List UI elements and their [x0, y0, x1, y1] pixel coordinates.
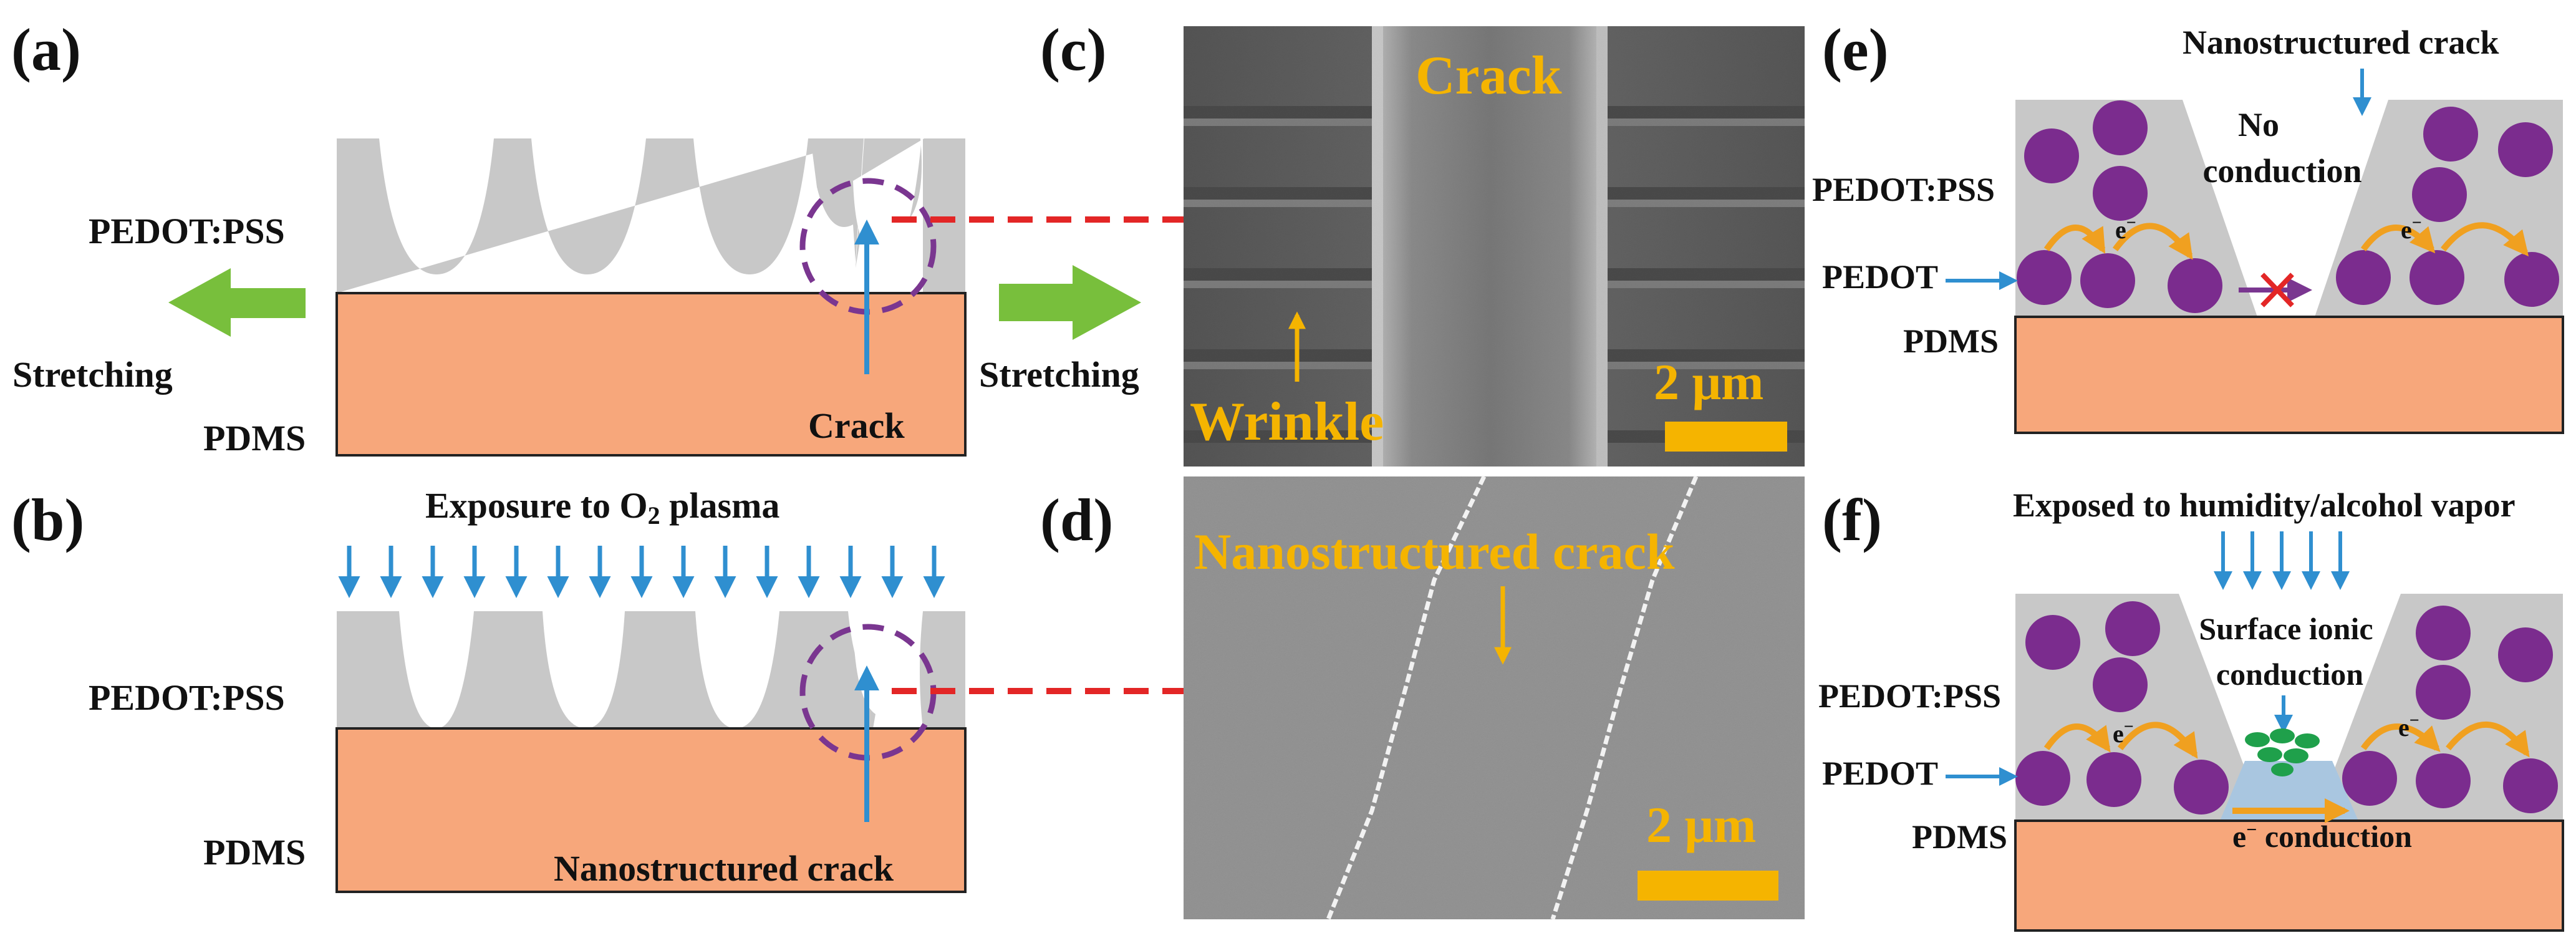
surface-ionic-label-2: conduction [2216, 657, 2363, 692]
no-conduction-label-1: No [2238, 106, 2279, 143]
pdms-substrate-f [2014, 820, 2564, 932]
nano-crack-line-1 [1326, 475, 1487, 921]
scale-label-d: 2 μm [1646, 796, 1756, 853]
panel-a-label: (a) [11, 16, 81, 83]
panel-d: (d) Nanostructured crack 2 μm [1040, 475, 1805, 921]
no-conduction-label-2: conduction [2202, 152, 2361, 190]
pedot-particles-f [2015, 601, 2558, 815]
wrinkle-label: Wrinkle [1190, 392, 1384, 452]
sem-texture-c [1184, 26, 1805, 467]
pdms-substrate-e [2014, 316, 2564, 434]
electron-hops-e [2043, 222, 2529, 260]
exposed-label: Exposed to humidity/alcohol vapor [2013, 486, 2516, 524]
exposure-label: Exposure to O2 plasma [425, 485, 779, 529]
pedot-pss-label-f: PEDOT:PSS [1818, 677, 2001, 715]
pedot-label-f: PEDOT [1822, 755, 1938, 792]
stretching-left-label: Stretching [12, 354, 173, 395]
hydroxyl-ion-cluster [2245, 728, 2320, 776]
crack-label-a: Crack [808, 405, 905, 446]
panel-c: (c) Crack Wrinkle 2 μm [1040, 16, 1805, 467]
pedot-pss-edge [923, 138, 965, 293]
pedot-label-e: PEDOT [1822, 258, 1938, 296]
panel-f-label: (f) [1822, 486, 1882, 553]
pdms-label-b: PDMS [203, 832, 306, 873]
pdms-label-a: PDMS [203, 418, 306, 458]
surface-ionic-label-1: Surface ionic [2199, 611, 2373, 646]
pdms-label-f: PDMS [1912, 818, 2007, 856]
no-conduction-x-icon [2260, 273, 2294, 307]
scale-bar-c [1665, 422, 1787, 452]
sem-texture-d [1184, 476, 1805, 919]
panel-a: (a) Stretching PEDOT:PSS PDMS Crack [11, 16, 1439, 458]
pdms-label-e: PDMS [1903, 322, 1999, 360]
pedot-pss-crack-wall [811, 138, 864, 262]
stretching-right-arrow [999, 265, 1141, 340]
nanostructured-crack-label-b: Nanostructured crack [554, 848, 894, 889]
stretching-right-label: Stretching [979, 354, 1139, 395]
e-conduction-label: e− conduction [2232, 819, 2412, 854]
scale-bar-d [1638, 871, 1778, 901]
pedot-pss-layer-b [337, 611, 965, 728]
panel-e-label: (e) [1822, 16, 1889, 83]
nanostructured-crack-label-d: Nanostructured crack [1194, 523, 1675, 580]
electron-label-e1: e− [2115, 213, 2136, 244]
nanostructured-crack-label-e: Nanostructured crack [2183, 24, 2499, 61]
electron-label-f1: e− [2113, 717, 2134, 748]
pedot-pss-label-b: PEDOT:PSS [89, 677, 285, 718]
plasma-arrows [338, 546, 945, 598]
pdms-substrate [335, 292, 967, 457]
vapor-arrows [2214, 531, 2350, 590]
pedot-pss-label-e: PEDOT:PSS [1812, 171, 1995, 208]
panel-e: (e) Nanostructured crack e− e− No conduc… [1812, 16, 2564, 434]
pedot-pss-label-a: PEDOT:PSS [89, 211, 285, 251]
scale-label-c: 2 μm [1654, 354, 1763, 410]
pedot-particles-e [2017, 100, 2559, 313]
ion-layer-f [2220, 761, 2358, 821]
electron-label-e2: e− [2401, 213, 2422, 244]
panel-b-label: (b) [11, 486, 84, 553]
nano-crack-line-2 [1550, 475, 1699, 921]
panel-d-label: (d) [1040, 486, 1113, 553]
pedot-pss-layer [337, 138, 922, 293]
crack-label-c: Crack [1416, 46, 1562, 106]
stretching-left-arrow [168, 268, 306, 337]
panel-b: (b) Exposure to O2 plasma PEDOT:PSS PDMS… [11, 485, 1439, 893]
panel-f: (f) Exposed to humidity/alcohol vapor [1818, 486, 2564, 932]
electron-label-f2: e− [2398, 711, 2419, 742]
electron-hops-f [2043, 722, 2530, 759]
panel-c-label: (c) [1040, 16, 1107, 83]
